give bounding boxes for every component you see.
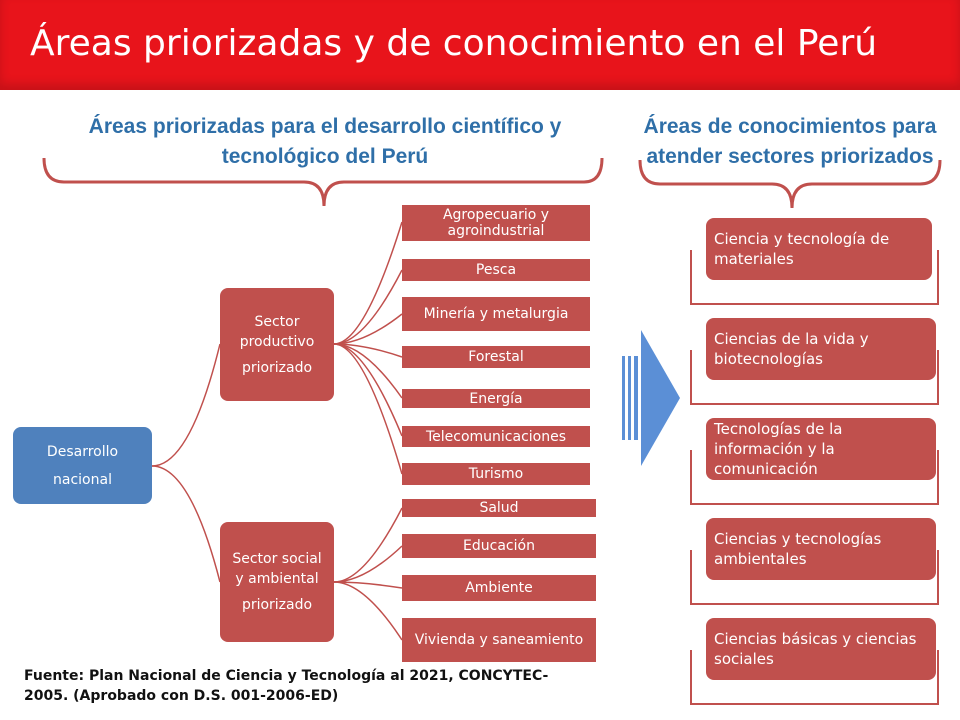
- item-mineria: Minería y metalurgia: [402, 297, 590, 331]
- item-pesca: Pesca: [402, 259, 590, 281]
- knowledge-frame-2: [690, 350, 939, 405]
- title-bar: Áreas priorizadas y de conocimiento en e…: [0, 0, 960, 90]
- link-root-productive: [151, 343, 221, 467]
- item-energia: Energía: [402, 389, 590, 408]
- item-educacion: Educación: [402, 534, 596, 558]
- knowledge-frame-3: [690, 450, 939, 505]
- knowledge-frame-5: [690, 650, 939, 705]
- link-root-social: [151, 465, 221, 583]
- item-ambiente: Ambiente: [402, 575, 596, 601]
- sector-productivo-line2: priorizado: [241, 359, 313, 376]
- page-title: Áreas priorizadas y de conocimiento en e…: [30, 23, 878, 64]
- item-forestal: Forestal: [402, 346, 590, 368]
- productive-links: [333, 221, 403, 475]
- knowledge-area-tic: Tecnologías de la información y la comun…: [706, 418, 936, 480]
- knowledge-area-vida: Ciencias de la vida y biotecnologías: [706, 318, 936, 380]
- sector-productivo: Sector productivo priorizado: [220, 288, 334, 401]
- left-brace: [42, 157, 604, 207]
- knowledge-frame-1: [690, 250, 939, 305]
- sector-social-ambiental: Sector social y ambiental priorizado: [220, 522, 334, 642]
- heading-knowledge-areas: Áreas de conocimientos para atender sect…: [643, 115, 937, 168]
- knowledge-area-materiales: Ciencia y tecnología de materiales: [706, 218, 932, 280]
- sector-social-line2: priorizado: [241, 597, 313, 613]
- source-note: Fuente: Plan Nacional de Ciencia y Tecno…: [24, 668, 549, 704]
- big-arrow: [622, 330, 680, 466]
- item-salud: Salud: [402, 499, 596, 517]
- item-vivienda: Vivienda y saneamiento: [402, 618, 596, 662]
- right-brace: [638, 159, 942, 209]
- social-links: [333, 507, 403, 641]
- item-agropecuario: Agropecuario y agroindustrial: [402, 205, 590, 241]
- item-telecomunicaciones: Telecomunicaciones: [402, 426, 590, 447]
- knowledge-area-basicas: Ciencias básicas y ciencias sociales: [706, 618, 936, 680]
- sector-productivo-line1: Sector productivo: [239, 313, 315, 350]
- sector-social-line1: Sector social y ambiental: [232, 551, 322, 587]
- knowledge-area-ambientales: Ciencias y tecnologías ambientales: [706, 518, 936, 580]
- root-node-desarrollo-nacional: Desarrollo nacional: [13, 427, 152, 504]
- knowledge-frame-4: [690, 550, 939, 605]
- item-turismo: Turismo: [402, 463, 590, 485]
- root-node-line1: Desarrollo: [46, 443, 119, 460]
- heading-prioritized-areas: Áreas priorizadas para el desarrollo cie…: [88, 115, 562, 168]
- root-node-line2: nacional: [53, 471, 112, 488]
